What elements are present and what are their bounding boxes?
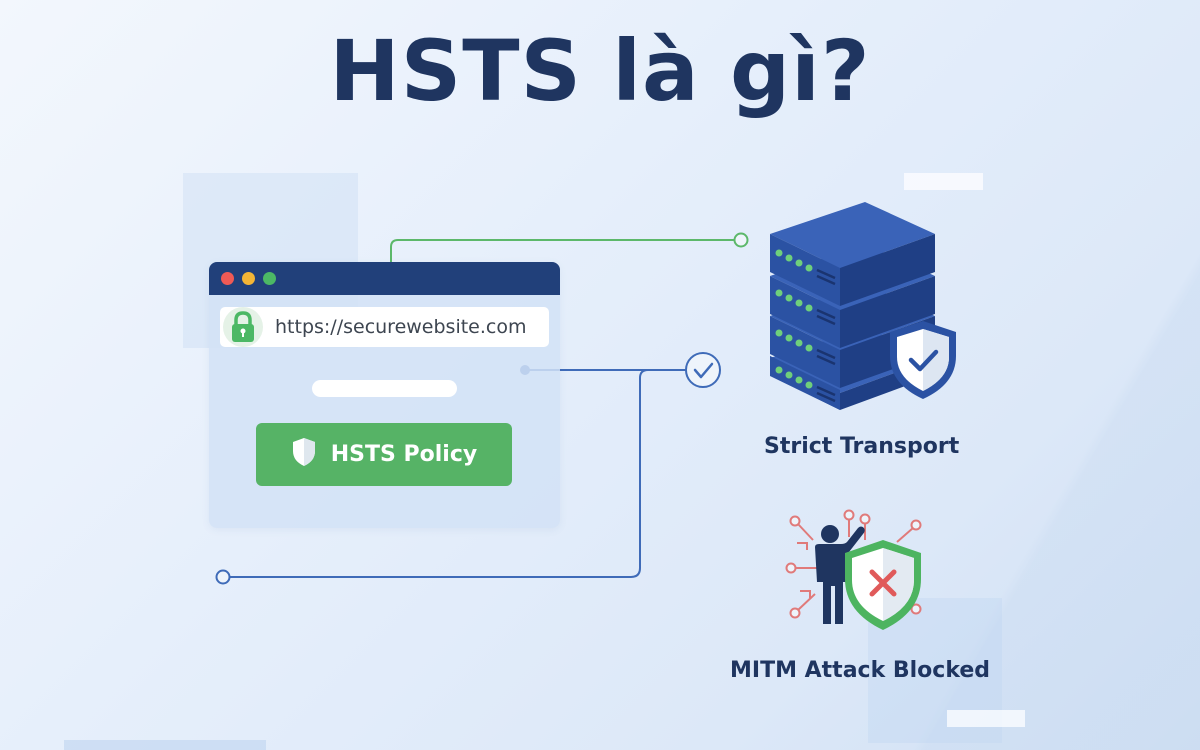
shield-x-icon xyxy=(845,540,921,630)
browser-title-bar xyxy=(209,262,560,295)
background-pill xyxy=(904,173,983,190)
maximize-window-button[interactable] xyxy=(263,272,276,285)
page-title: HSTS là gì? xyxy=(329,22,871,120)
mitm-attack-blocked-label: MITM Attack Blocked xyxy=(730,658,991,683)
server-led-lights xyxy=(775,249,813,389)
close-window-button[interactable] xyxy=(221,272,234,285)
browser-window: https://securewebsite.com HSTS Policy xyxy=(209,262,560,528)
connector-end-circle xyxy=(733,232,749,248)
server-stack-icon xyxy=(770,202,935,410)
background-pill xyxy=(947,710,1025,727)
mitm-attack-icon xyxy=(785,509,922,630)
shield-icon xyxy=(291,436,317,474)
url-text: https://securewebsite.com xyxy=(275,316,527,338)
hsts-policy-label: HSTS Policy xyxy=(330,442,478,467)
shield-check-icon xyxy=(890,321,956,399)
address-bar[interactable]: https://securewebsite.com xyxy=(220,307,549,347)
content-placeholder-bar xyxy=(312,380,457,397)
minimize-window-button[interactable] xyxy=(242,272,255,285)
check-circle-icon xyxy=(685,352,721,388)
connector-end-circle xyxy=(215,569,231,585)
hsts-policy-button[interactable]: HSTS Policy xyxy=(256,423,512,486)
server-unit xyxy=(770,202,935,306)
lock-icon xyxy=(223,307,263,347)
circuit-lines xyxy=(785,509,922,619)
attacker-figure-icon xyxy=(815,525,865,624)
background-strip xyxy=(64,740,266,750)
server-vents xyxy=(816,268,836,403)
strict-transport-label: Strict Transport xyxy=(764,434,960,459)
connector-green xyxy=(390,239,734,262)
